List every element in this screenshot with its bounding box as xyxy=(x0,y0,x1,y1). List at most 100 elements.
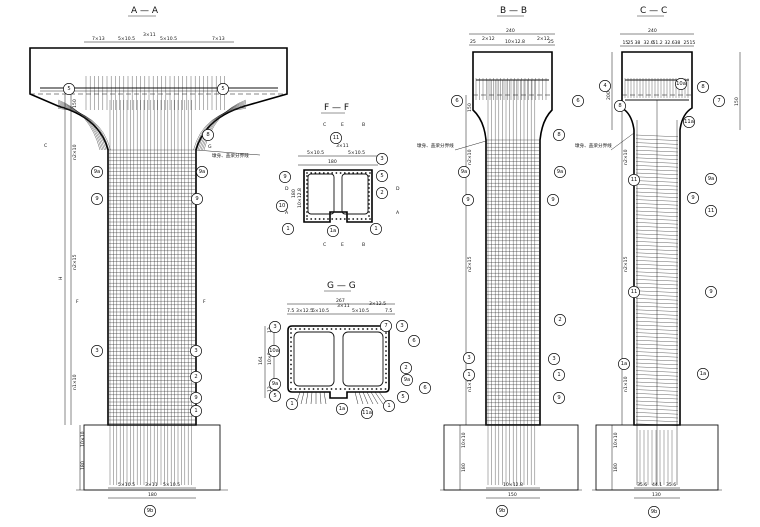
dim-text: 5×10.5 xyxy=(307,150,324,156)
callout-label: 5 xyxy=(380,173,383,179)
dim-text: n1×10 xyxy=(72,374,78,390)
cap-bend-rebar xyxy=(57,107,110,151)
callout-label: 3 xyxy=(552,356,555,362)
rebar-dot xyxy=(385,368,387,370)
rebar-dot xyxy=(331,218,334,220)
callout-label: 5 xyxy=(221,86,224,92)
callout-label: 1a xyxy=(339,406,345,412)
rebar-dot xyxy=(290,368,292,370)
callout-bubble xyxy=(462,194,474,206)
rebar-dot xyxy=(327,172,329,174)
callout-bubble xyxy=(282,223,294,235)
cap-bend-rebar xyxy=(203,99,247,151)
callout-bubble xyxy=(572,95,584,107)
callout-label: 8 xyxy=(701,84,704,90)
dim-text: 3×12.5 xyxy=(296,308,313,314)
splay-rebar xyxy=(362,391,369,405)
splay-rebar xyxy=(310,391,313,405)
dim-text: 5×10.5 xyxy=(163,482,180,488)
rebar-dot xyxy=(317,328,319,330)
dim-text: 35.6 xyxy=(637,482,647,488)
rebar-dot xyxy=(368,215,370,217)
cut-label: B xyxy=(362,242,365,248)
cap-rebars xyxy=(475,78,549,100)
callout-label: 6 xyxy=(576,98,579,104)
callout-bubble xyxy=(286,398,298,410)
boundary-label: 墩身、盖梁分界线 xyxy=(212,152,249,159)
rebar-dot xyxy=(368,175,370,177)
ff-rebar-dots xyxy=(306,172,371,220)
dim-text: 5×10.5 xyxy=(352,308,369,314)
rebar-dot xyxy=(385,341,387,343)
callout-bubble xyxy=(599,80,611,92)
splay-rebar xyxy=(366,391,374,405)
rebar-dot xyxy=(348,172,350,174)
callout-bubble xyxy=(705,286,717,298)
rebar-dot xyxy=(306,187,308,189)
callout-label: 1a xyxy=(330,228,336,234)
rebar-dot xyxy=(339,218,342,220)
section-ff-title: F — F xyxy=(324,103,349,113)
rebar-dot xyxy=(348,218,350,220)
dim-text: 38 xyxy=(675,40,681,46)
dim-text: 5×10.5 xyxy=(118,36,135,42)
rebar-dot xyxy=(362,388,364,390)
dim-text: 15 xyxy=(690,40,696,46)
rebar-dot xyxy=(303,328,306,330)
callout-bubble xyxy=(697,81,709,93)
cap-bend-rebar xyxy=(57,103,105,151)
callout-bubble xyxy=(279,171,291,183)
splay-rebar xyxy=(305,391,309,405)
dim-text: 5×10.5 xyxy=(160,36,177,42)
callout-label: 11a xyxy=(362,410,372,416)
cut-label: D xyxy=(396,186,400,192)
callout-label: 8 xyxy=(206,132,209,138)
rebar-dot xyxy=(306,195,308,197)
callout-label: 9 xyxy=(551,197,554,203)
rebar-dot xyxy=(306,179,308,181)
rebar-dot xyxy=(306,211,308,213)
callout-bubble xyxy=(675,78,687,90)
rebar-dot xyxy=(322,172,325,174)
callout-bubble xyxy=(202,129,214,141)
callout-bubble xyxy=(380,320,392,332)
cap-bend-rebar xyxy=(194,107,247,151)
rebar-dot xyxy=(290,345,292,348)
cap-bend-rebar xyxy=(57,105,108,151)
section-aa: A — A 7×13 5×10.5 3×11 5×10.5 7×13 5×10.… xyxy=(29,6,288,499)
cap-bend-rebar xyxy=(57,101,102,151)
callout-label: 10a xyxy=(269,348,279,354)
rebar-dot xyxy=(360,172,363,174)
rebar-dot xyxy=(326,328,328,330)
dim-text: n2×15 xyxy=(72,254,78,270)
rebar-dot xyxy=(384,388,387,390)
rebar-dot xyxy=(364,218,367,220)
dim-text: 150 xyxy=(508,492,517,498)
rebar-dot xyxy=(385,372,387,375)
cap-rebars xyxy=(40,76,278,151)
bb-outline xyxy=(472,51,553,426)
callout-bubble xyxy=(370,223,382,235)
callout-label: 9 xyxy=(194,395,197,401)
rebar-dot xyxy=(368,191,370,193)
rebar-dot xyxy=(360,218,363,220)
dim-text: n2×10 xyxy=(467,149,473,165)
callout-bubble xyxy=(628,286,640,298)
callout-bubble xyxy=(397,391,409,403)
rebar-dot xyxy=(366,388,369,390)
callout-label: 8 xyxy=(557,132,560,138)
callout-bubble xyxy=(547,194,559,206)
callout-label: 7 xyxy=(717,98,720,104)
rebar-dot xyxy=(318,218,321,220)
boundary-label: 墩身、盖梁分界线 xyxy=(417,142,454,149)
callout-label: 9a xyxy=(94,169,100,175)
section-bb-title: B — B xyxy=(500,6,527,16)
rebar-dot xyxy=(290,350,292,352)
cut-label: C xyxy=(323,122,326,128)
rebar-dot xyxy=(344,328,346,330)
callout-label: 2 xyxy=(194,374,197,380)
dim-text: 35.6 xyxy=(666,482,676,488)
callout-label: 9a xyxy=(272,381,278,387)
callout-bubble xyxy=(401,374,413,386)
